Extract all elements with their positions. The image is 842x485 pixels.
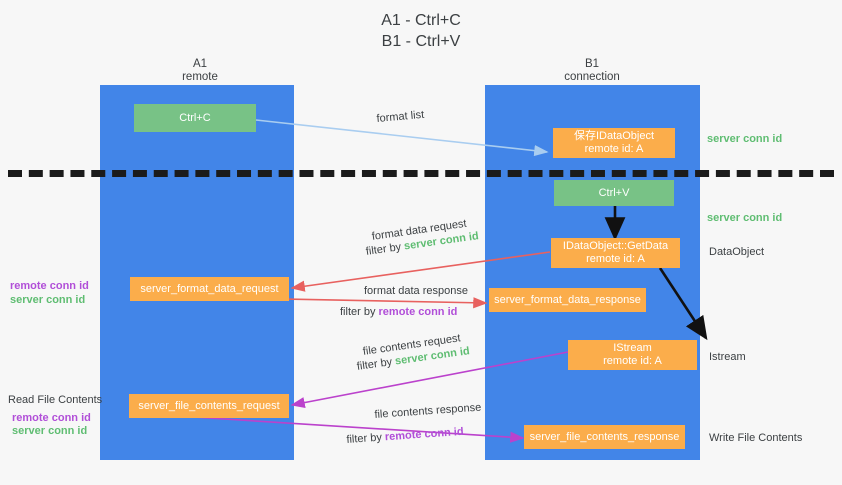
label-format-list: format list (376, 108, 425, 125)
label-dataobject: DataObject (709, 246, 765, 258)
label-server-conn-id-lower: server conn id (12, 425, 88, 437)
label-write-file-contents: Write File Contents (709, 432, 803, 444)
divider-dashed (8, 170, 834, 177)
label-remote-conn-id-lower: remote conn id (12, 412, 91, 424)
label-istream: Istream (709, 351, 746, 363)
filter-value-remote-conn-id: remote conn id (378, 306, 458, 318)
box-idataobject-getdata[interactable]: IDataObject::GetData remote id: A (551, 238, 680, 268)
filter-value-remote-conn-id: remote conn id (384, 425, 464, 444)
label-server-conn-id-second: server conn id (707, 212, 783, 224)
filter-prefix: filter by (356, 355, 396, 373)
label-read-file-contents: Read File Contents (8, 394, 103, 406)
box-save-idataobject[interactable]: 保存IDataObject remote id: A (553, 128, 675, 158)
label-format-data-response-filter: filter by remote conn id (340, 305, 457, 320)
page-title: A1 - Ctrl+C B1 - Ctrl+V (381, 12, 461, 50)
box-server-file-contents-request[interactable]: server_file_contents_request (129, 394, 289, 418)
label-server-conn-id-upper: server conn id (10, 294, 86, 306)
box-server-format-data-request[interactable]: server_format_data_request (130, 277, 289, 301)
lane-b1-header: B1 connection (564, 58, 620, 83)
label-format-data-response: format data response (364, 285, 468, 297)
label-remote-conn-id-upper: remote conn id (10, 280, 89, 292)
box-istream[interactable]: IStream remote id: A (568, 340, 697, 370)
label-server-conn-id-top: server conn id (707, 133, 783, 145)
lane-a1-header: A1 remote (182, 58, 218, 83)
label-file-contents-response-filter: filter by remote conn id (346, 425, 464, 448)
filter-prefix: filter by (365, 240, 405, 258)
filter-prefix: filter by (340, 306, 379, 318)
box-server-file-contents-response[interactable]: server_file_contents_response (524, 425, 685, 449)
box-ctrl-c[interactable]: Ctrl+C (134, 104, 256, 132)
box-server-format-data-response[interactable]: server_format_data_response (489, 288, 646, 312)
box-ctrl-v[interactable]: Ctrl+V (554, 180, 674, 206)
filter-prefix: filter by (346, 431, 386, 446)
label-file-contents-response: file contents response (374, 401, 482, 421)
